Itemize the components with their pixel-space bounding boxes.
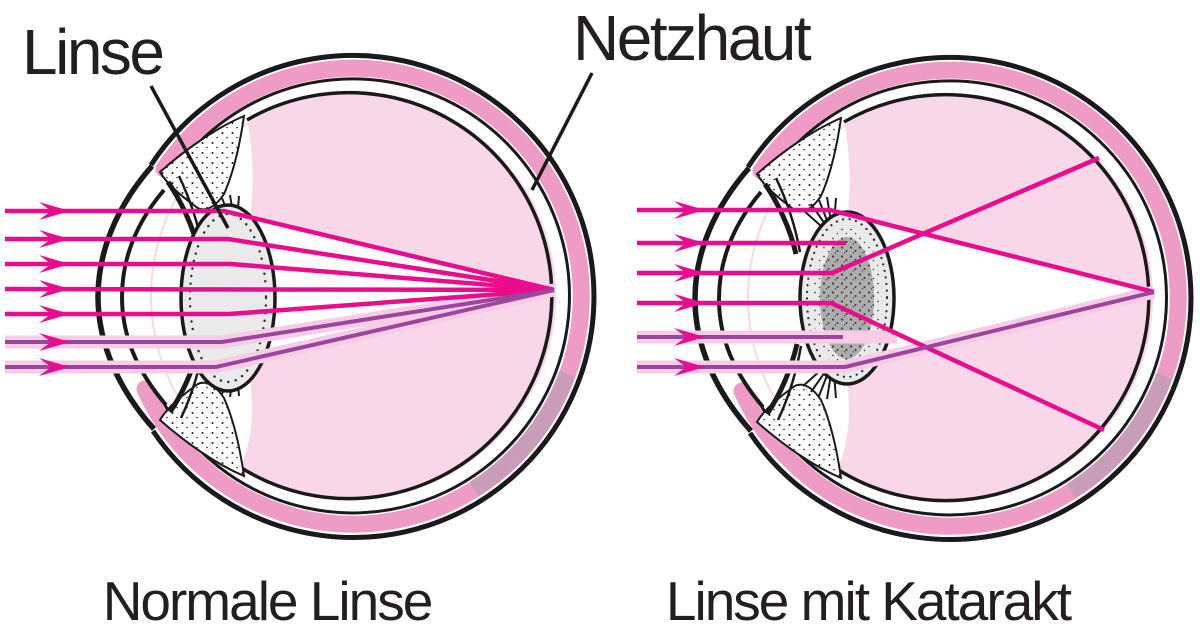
ray-arrowhead [674, 264, 705, 282]
light-ray [5, 261, 555, 293]
cataract-eye-diagram [637, 57, 1191, 539]
light-ray [5, 287, 555, 317]
retina-pointer-line [530, 72, 594, 191]
normal-eye-diagram [4, 55, 594, 537]
scattered-light-wedge [830, 210, 1154, 366]
light-ray [5, 288, 555, 369]
ray-arrowhead [674, 358, 705, 376]
light-rays-cataract [637, 155, 1156, 433]
lens-label: Linse [22, 16, 163, 88]
ray-arrowhead [674, 328, 705, 346]
ray-arrowhead [39, 358, 70, 376]
retina-label: Netzhaut [573, 2, 812, 74]
normal-eye-caption: Normale Linse [103, 570, 432, 632]
ray-arrowhead [674, 201, 705, 219]
ray-arrowhead [39, 333, 70, 351]
ray-arrowhead [39, 280, 70, 298]
cataract-cloudy-core [820, 237, 874, 359]
cataract-eye-caption: Linse mit Katarakt [666, 570, 1072, 632]
ray-arrowhead [39, 305, 70, 323]
light-ray [4, 286, 555, 293]
light-ray [5, 208, 555, 293]
light-ray [5, 236, 555, 293]
lens-pointer-line [149, 85, 230, 229]
ray-arrowhead [674, 294, 705, 312]
light-rays-normal [4, 202, 556, 376]
ray-arrowhead [39, 202, 70, 220]
ray-arrowhead [39, 255, 70, 273]
light-ray [637, 290, 1155, 369]
light-ray [5, 288, 555, 344]
ray-arrowhead [674, 234, 705, 252]
ray-arrowhead [39, 230, 70, 248]
